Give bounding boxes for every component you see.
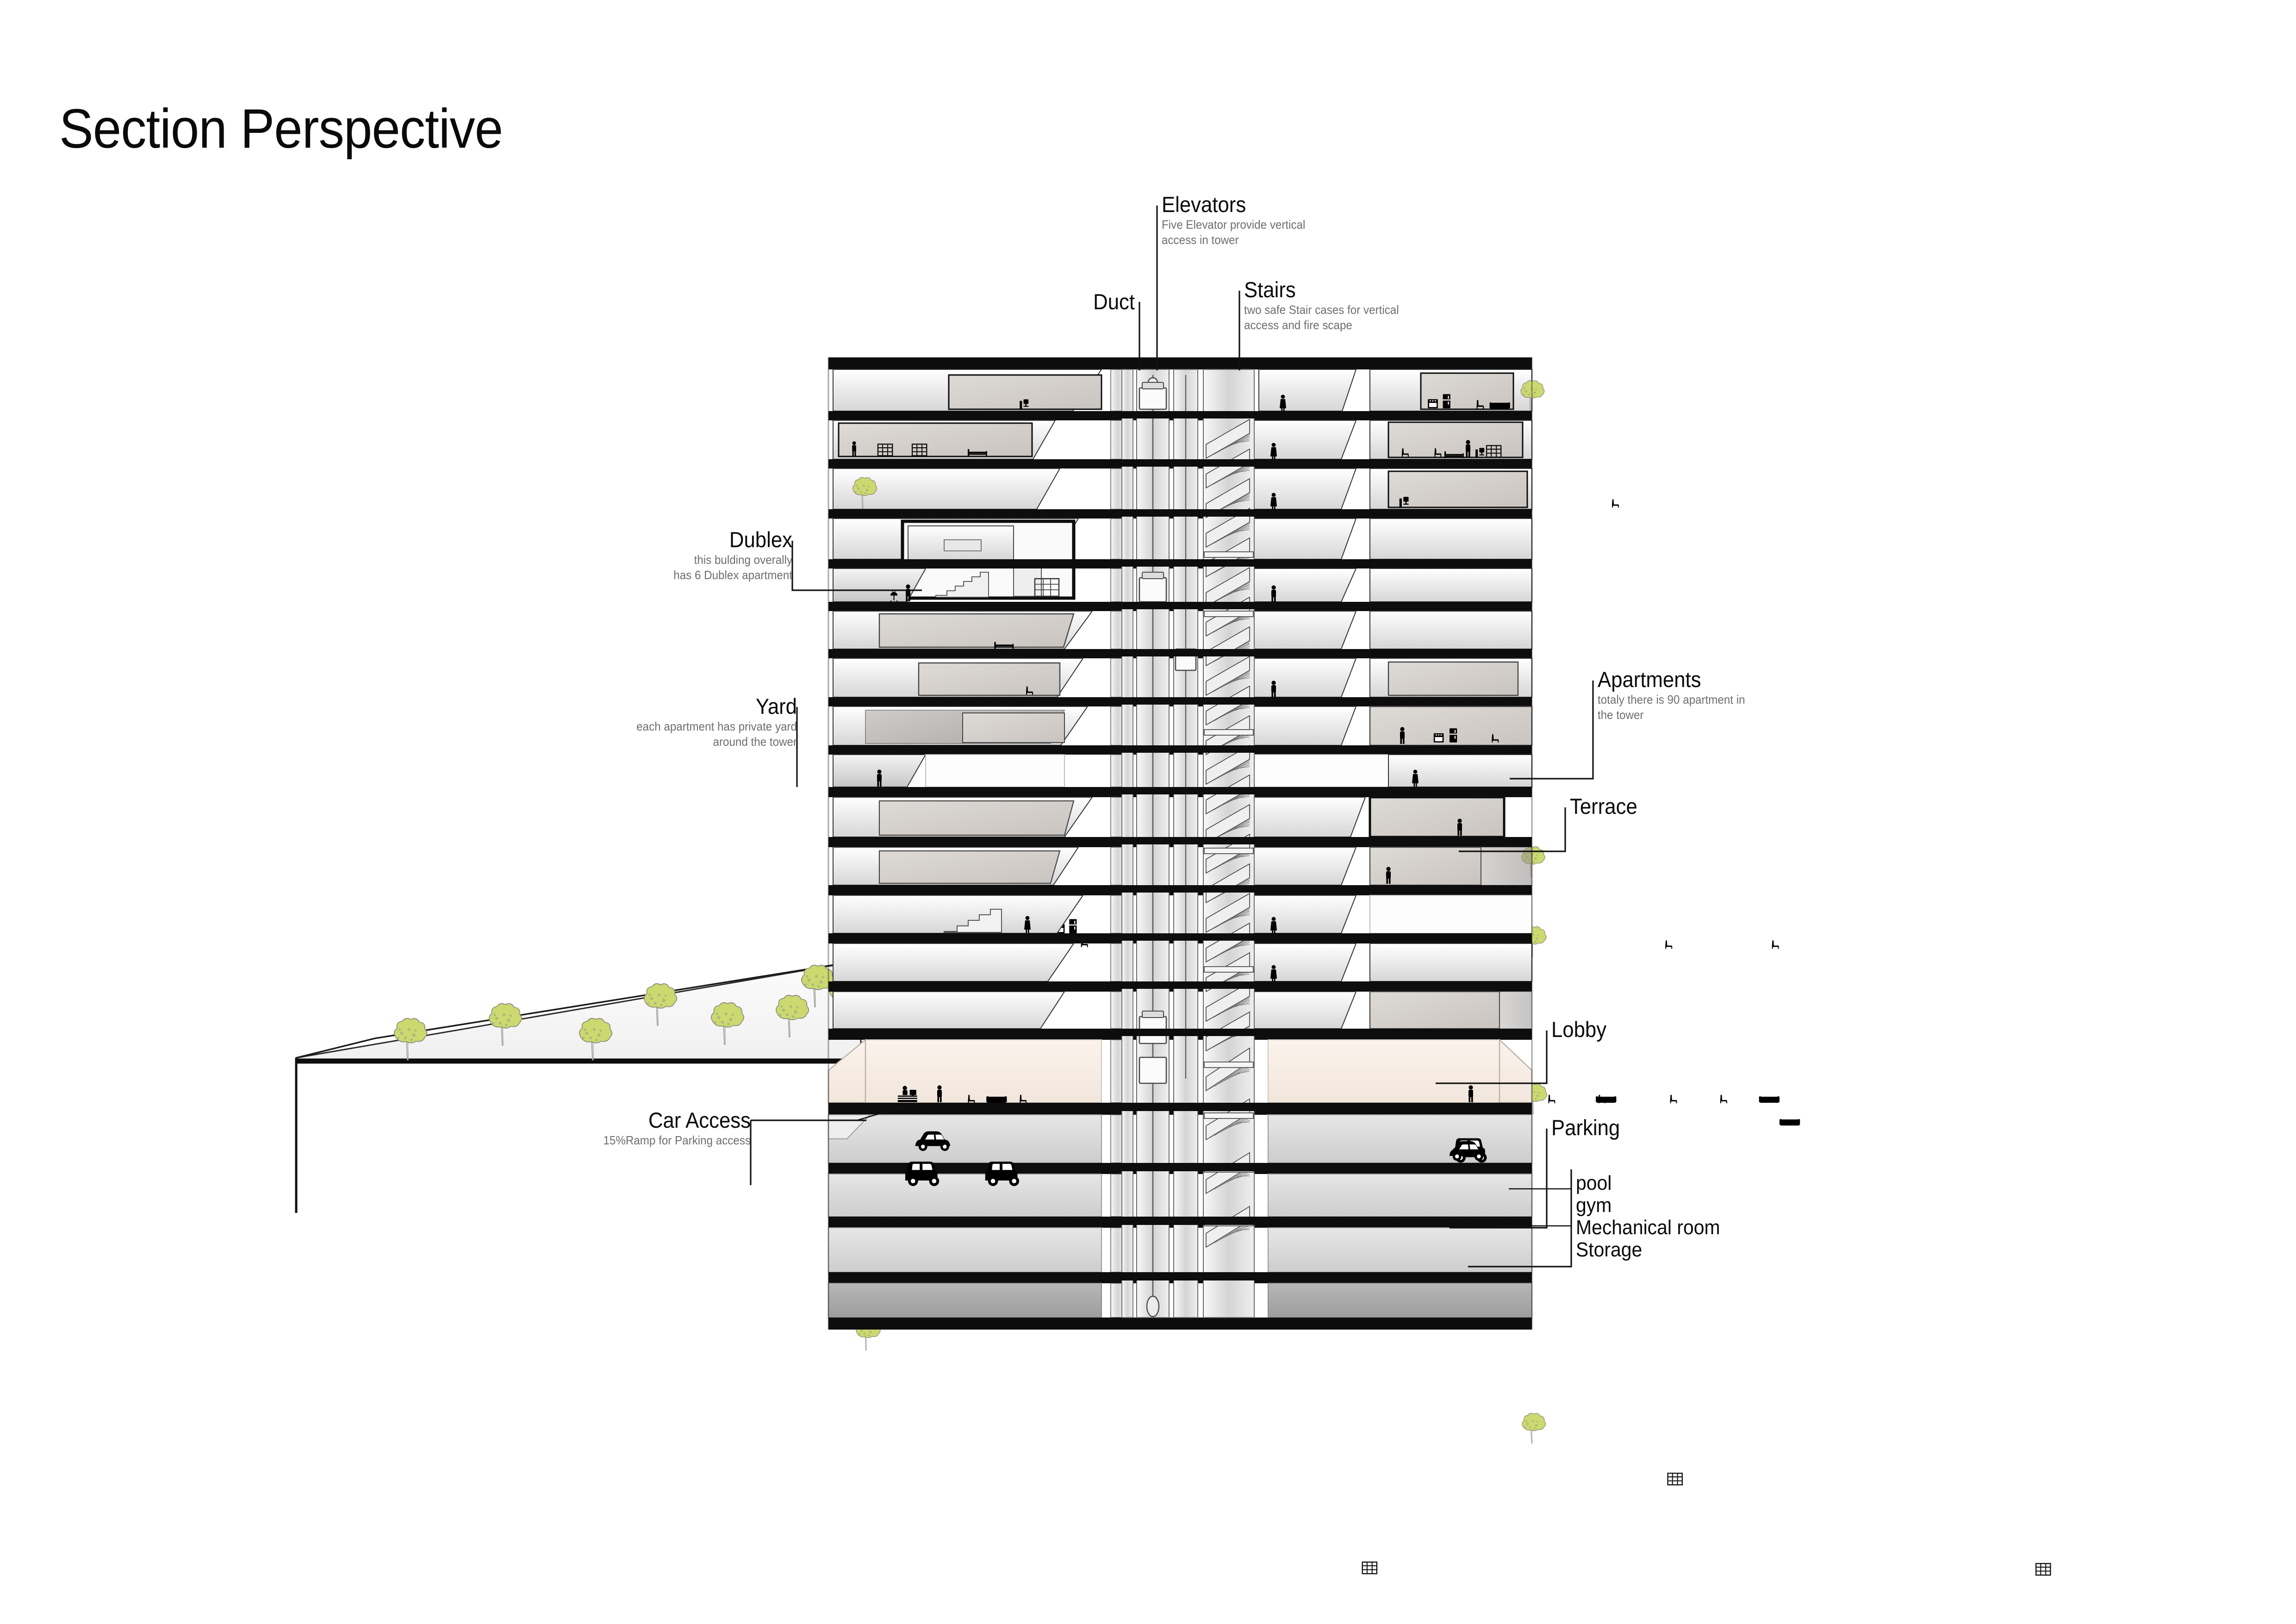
annotation-mechanical-room-title: Mechanical room [1576,1216,1720,1239]
storey-L17 [828,611,1532,925]
annotation-apartments-subtitle: totaly there is 90 apartment in the towe… [1598,692,1745,722]
annotation-elevators-title: Elevators [1162,192,1246,217]
storey-L22 [828,369,1545,420]
leader-apartments [1510,681,1594,780]
leader-terrace [1459,807,1566,852]
annotation-elevators[interactable]: Elevators Five Elevator provide vertical… [1162,194,1316,248]
page-title: Section Perspective [59,98,503,160]
annotation-yard-subtitle: each apartment has private yard around t… [636,719,797,749]
storey-L10 [828,943,1532,1351]
annotation-stairs[interactable]: Stairs two safe Stair cases for vertical… [1244,279,1411,333]
annotation-storage[interactable]: Storage [1576,1238,1647,1261]
annotation-dublex[interactable]: Dublex this bulding overally has 6 Duble… [542,529,792,583]
storey-L15 [828,706,1547,957]
roof-slab [828,357,1532,369]
annotation-stairs-title: Stairs [1244,277,1296,302]
services-right [1268,1283,1532,1318]
foundation-slab [828,1318,1532,1330]
landscape-ground [295,960,862,1213]
annotation-parking[interactable]: Parking [1551,1117,1625,1139]
annotation-storage-title: Storage [1576,1238,1643,1261]
storey-L21 [828,420,1532,468]
annotation-mechanical-room[interactable]: Mechanical room [1576,1216,1731,1239]
annotation-parking-title: Parking [1551,1115,1620,1140]
annotation-terrace-title: Terrace [1570,794,1637,818]
services-left [828,1283,1102,1318]
annotation-car-access-subtitle: 15%Ramp for Parking access [603,1133,751,1147]
annotation-car-access-title: Car Access [648,1108,751,1132]
leader-services [1468,1169,1572,1268]
storey-B3-parking [828,1162,1532,1283]
annotation-lobby[interactable]: Lobby [1551,1018,1611,1041]
leader-dublex [791,541,922,591]
leader-car-access [750,1119,866,1185]
annotation-apartments[interactable]: Apartments totaly there is 90 apartment … [1598,668,1756,723]
storey-B4-services [828,1283,1532,1330]
annotation-yard[interactable]: Yard each apartment has private yard aro… [524,695,797,750]
annotation-pool[interactable]: pool [1576,1173,1614,1194]
annotation-duct-title: Duct [1093,289,1135,314]
annotation-car-access[interactable]: Car Access 15%Ramp for Parking access [482,1109,751,1148]
annotation-lobby-title: Lobby [1551,1017,1607,1042]
annotation-leaders [750,206,1594,1268]
annotation-dublex-subtitle: this bulding overally has 6 Dublex apart… [673,552,792,582]
core-slabs [1109,411,1257,1280]
annotation-gym[interactable]: gym [1576,1195,1614,1216]
annotation-dublex-title: Dublex [729,527,792,552]
annotation-terrace[interactable]: Terrace [1570,795,1643,818]
annotation-gym-title: gym [1576,1194,1612,1217]
storey-ground-lobby [828,1038,1780,1115]
storey-L12 [828,846,2051,1576]
leader-lobby [1436,1031,1548,1084]
annotation-duct[interactable]: Duct [1009,291,1135,313]
storey-L11 [828,895,1532,943]
annotation-yard-title: Yard [755,694,797,718]
annotation-stairs-subtitle: two safe Stair cases for vertical access… [1244,302,1399,332]
annotation-elevators-subtitle: Five Elevator provide vertical access in… [1162,217,1306,247]
annotation-pool-title: pool [1576,1172,1612,1194]
annotation-apartments-title: Apartments [1598,667,1701,692]
tower-section [828,357,2051,1576]
leader-parking [1450,1129,1548,1229]
